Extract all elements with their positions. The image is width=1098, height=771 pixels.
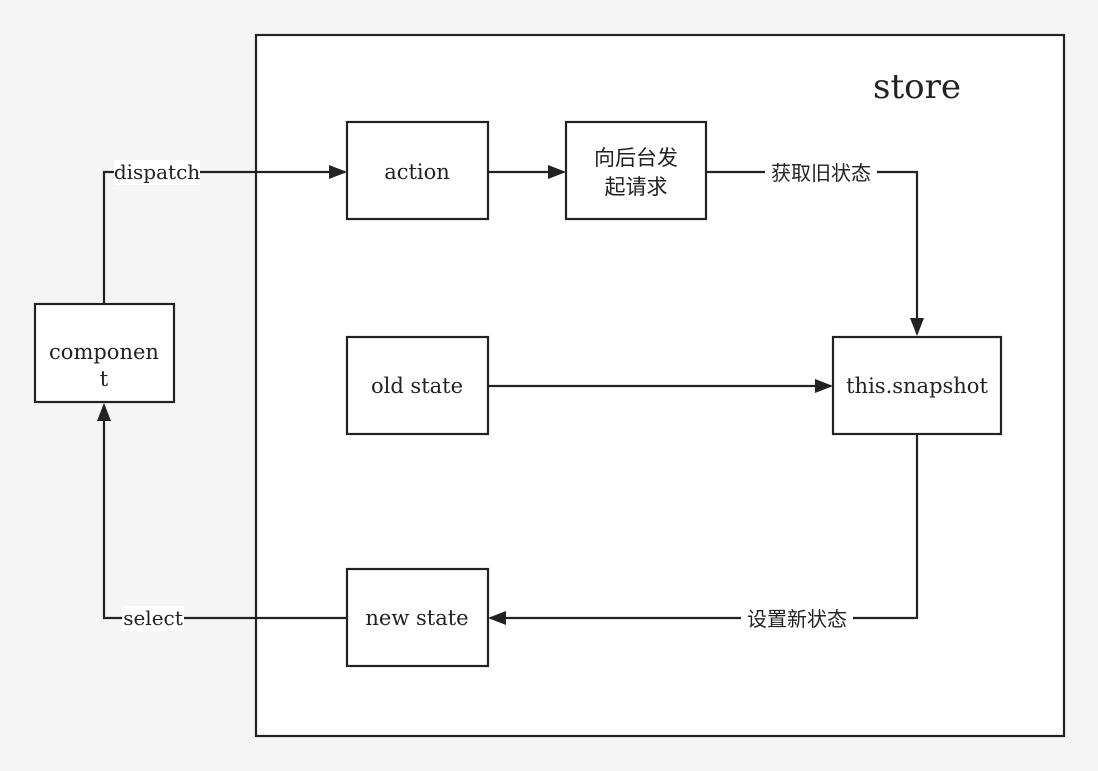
- select-edge: [102, 405, 347, 620]
- action-to-request-arrowhead: [548, 165, 566, 179]
- set-new-state-arrowhead: [488, 611, 506, 625]
- component-label-line1: componen: [49, 340, 159, 364]
- old-state-label: old state: [371, 374, 463, 398]
- component-label-line2: t: [100, 367, 109, 391]
- dispatch-edge: [102, 170, 345, 304]
- select-label: select: [123, 606, 183, 630]
- store-title: store: [873, 67, 961, 107]
- action-box: [345, 120, 490, 221]
- set-new-state-label: 设置新状态: [747, 607, 847, 631]
- snapshot-node: this.snapshot: [831, 335, 1003, 436]
- backend-request-label-line2: 起请求: [605, 175, 668, 199]
- new-state-node: new state: [345, 567, 490, 668]
- old-state-node: old state: [345, 335, 490, 436]
- backend-request-node: 向后台发 起请求: [564, 120, 708, 221]
- new-state-label: new state: [365, 606, 468, 630]
- old-state-box: [345, 335, 490, 436]
- select-arrowhead: [97, 403, 111, 421]
- get-old-state-arrowhead: [910, 318, 924, 336]
- get-old-state-label: 获取旧状态: [771, 161, 871, 185]
- set-new-state-label-bg: [741, 606, 853, 631]
- snapshot-box: [831, 335, 1003, 436]
- component-node: componen t: [33, 302, 176, 404]
- dispatch-arrowhead: [329, 165, 347, 179]
- dispatch-label-bg: [114, 160, 200, 185]
- new-state-box: [345, 567, 490, 668]
- action-label: action: [384, 160, 450, 184]
- old-state-to-snapshot-arrowhead: [815, 379, 833, 393]
- action-node: action: [345, 120, 490, 221]
- select-label-bg: [122, 606, 184, 631]
- set-new-state-edge: [490, 435, 919, 620]
- dispatch-label: dispatch: [114, 160, 200, 184]
- backend-request-box: [564, 120, 708, 221]
- component-box: [33, 302, 176, 404]
- snapshot-label: this.snapshot: [846, 374, 988, 398]
- backend-request-label-line1: 向后台发: [594, 146, 678, 170]
- get-old-state-label-bg: [765, 160, 877, 185]
